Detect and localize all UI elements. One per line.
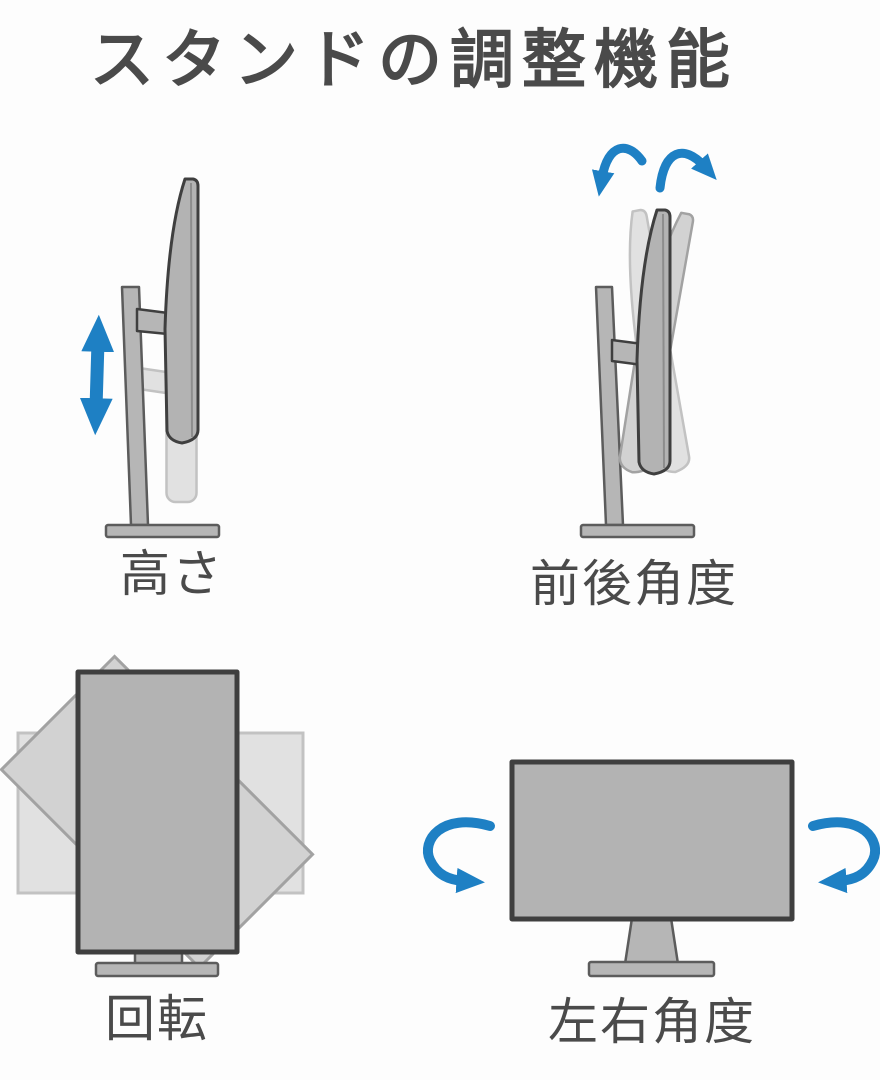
tilt-back-arrow-icon: [591, 143, 647, 197]
page-title: スタンドの調整機能: [90, 24, 738, 98]
figure-label-swivel: 左右角度: [548, 993, 756, 1051]
stand-pole: [594, 285, 625, 527]
stand-arm: [135, 307, 170, 336]
stand-base: [587, 960, 716, 978]
figure-label-tilt: 前後角度: [530, 555, 738, 613]
tilt-forward-arrow-icon: [655, 148, 717, 193]
stand-base: [579, 523, 696, 539]
stand-base: [94, 961, 220, 978]
height-adjustment-figure: [79, 177, 221, 539]
stand-base: [104, 523, 221, 539]
figure-label-pivot: 回転: [105, 990, 209, 1048]
swivel-left-arrow-icon: [422, 817, 495, 894]
tilt-adjustment-figure: [579, 143, 717, 539]
up-down-arrow-icon: [79, 314, 115, 436]
swivel-right-arrow-icon: [808, 817, 880, 894]
monitor-front: [509, 759, 795, 922]
figure-label-height: 高さ: [120, 545, 224, 603]
swivel-adjustment-figure: [422, 759, 880, 978]
monitor-panel-side: [163, 177, 200, 445]
screen-portrait: [75, 669, 240, 955]
stand-neck: [623, 916, 680, 966]
pivot-rotation-figure: [0, 654, 315, 978]
